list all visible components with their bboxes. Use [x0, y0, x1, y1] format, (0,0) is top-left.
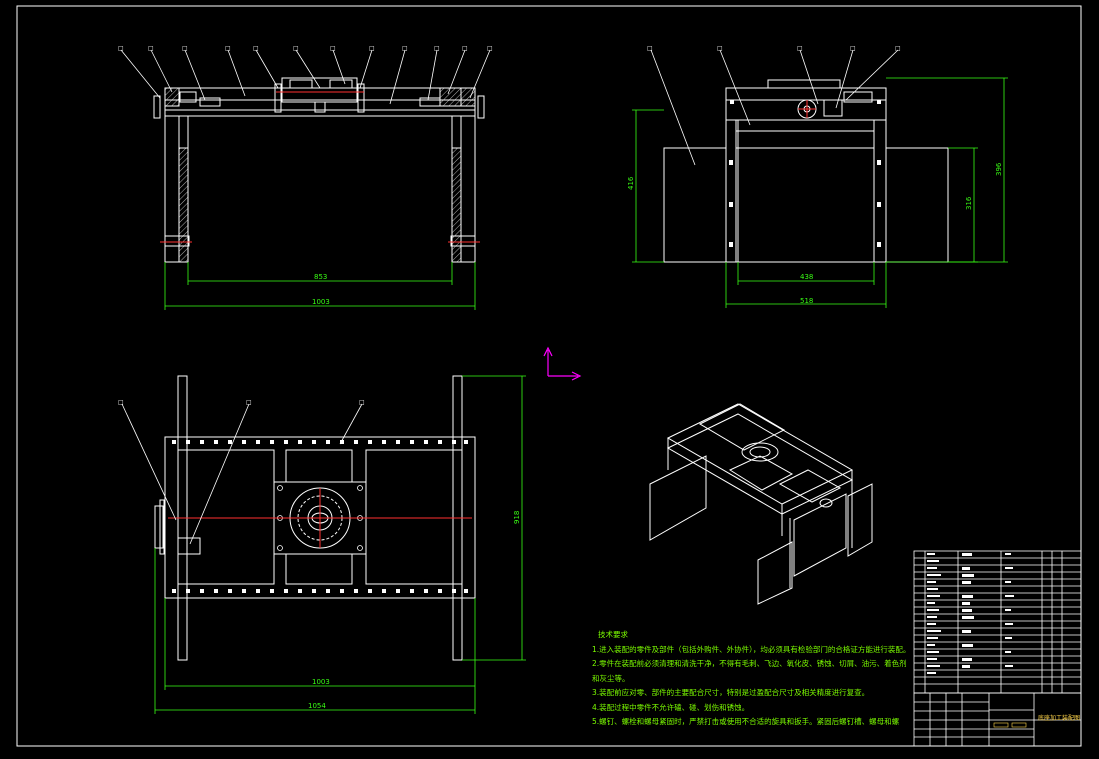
balloon: □ — [118, 45, 124, 52]
ucs-icon — [543, 346, 582, 381]
dim-side-right-height: 316 — [965, 196, 973, 210]
side-view[interactable] — [663, 79, 949, 263]
front-view[interactable] — [153, 77, 485, 263]
balloon: □ — [797, 45, 803, 52]
notes-item: 2.零件在装配前必须清理和清洗干净，不得有毛刺、飞边、氧化皮、锈蚀、切屑、油污、… — [592, 659, 907, 683]
balloon: □ — [717, 45, 723, 52]
balloon: □ — [118, 399, 124, 406]
bom-table[interactable] — [913, 550, 1082, 694]
notes-title: 技术要求 — [598, 630, 628, 639]
technical-requirements: 技术要求 1.进入装配的零件及部件（包括外购件、外协件），均必须具有检验部门的合… — [592, 628, 912, 730]
balloon: □ — [369, 45, 375, 52]
balloon: □ — [225, 45, 231, 52]
balloon: □ — [895, 45, 901, 52]
balloon: □ — [246, 399, 252, 406]
dim-side-outer: 518 — [800, 297, 813, 305]
balloon: □ — [462, 45, 468, 52]
title-block[interactable] — [913, 692, 1082, 747]
dim-top-inner: 1003 — [312, 678, 330, 686]
title-block-drawing-name: 底座加工装配图 — [1038, 715, 1081, 722]
balloon: □ — [182, 45, 188, 52]
notes-item: 3.装配前应对零、部件的主要配合尺寸，特别是过盈配合尺寸及相关精度进行复查。 — [592, 688, 870, 697]
balloon: □ — [148, 45, 154, 52]
isometric-view[interactable] — [649, 403, 873, 605]
dim-side-total-height: 396 — [995, 162, 1003, 176]
dim-front-outer: 1003 — [312, 298, 330, 306]
notes-item: 5.螺钉、螺栓和螺母紧固时，严禁打击或使用不合适的旋具和扳手。紧固后螺钉槽、螺母… — [592, 717, 900, 726]
dim-front-inner: 853 — [314, 273, 327, 281]
dim-top-height: 918 — [513, 511, 521, 524]
notes-item: 1.进入装配的零件及部件（包括外购件、外协件），均必须具有检验部门的合格证方能进… — [592, 644, 911, 654]
balloon: □ — [647, 45, 653, 52]
balloon: □ — [293, 45, 299, 52]
dim-side-inner: 438 — [800, 273, 813, 281]
balloon: □ — [487, 45, 493, 52]
drawing-frame — [16, 5, 1082, 747]
balloon: □ — [359, 399, 365, 406]
balloon: □ — [434, 45, 440, 52]
balloon: □ — [253, 45, 259, 52]
dim-side-left-height: 416 — [627, 176, 635, 190]
dim-top-outer: 1054 — [308, 702, 326, 710]
balloon: □ — [402, 45, 408, 52]
balloon: □ — [850, 45, 856, 52]
notes-item: 4.装配过程中零件不允许磕、碰、划伤和锈蚀。 — [592, 702, 750, 712]
front-view-leaders — [120, 49, 491, 105]
balloon: □ — [330, 45, 336, 52]
